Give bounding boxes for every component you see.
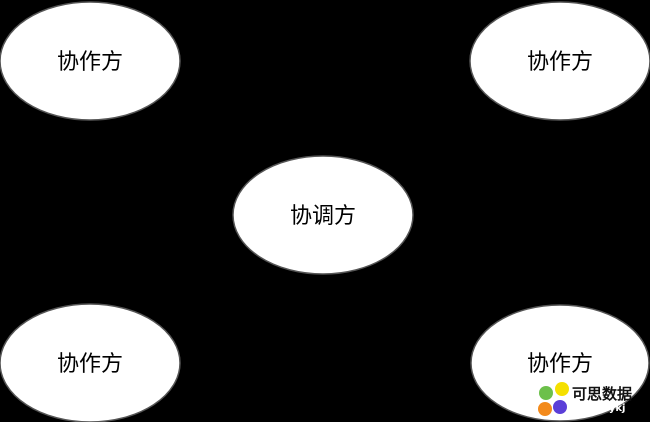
node-bottom-left-ellipse — [0, 303, 181, 422]
node-top-left-ellipse — [0, 1, 181, 121]
node-top-left: 协作方 — [0, 1, 181, 121]
watermark-url: www.sykj — [572, 403, 626, 414]
node-bottom-right: 协作方 — [470, 304, 650, 422]
node-bottom-right-ellipse — [470, 304, 650, 422]
node-top-right-ellipse — [469, 1, 650, 121]
watermark-text: 可思数据 — [572, 385, 633, 403]
node-center: 协调方 — [232, 155, 414, 275]
node-bottom-right-label: 协作方 — [527, 352, 593, 377]
node-bottom-left-label: 协作方 — [57, 352, 123, 377]
watermark: 可思数据 www.sykj — [536, 381, 650, 422]
watermark-logo-icon — [538, 382, 569, 416]
node-top-left-label: 协作方 — [57, 50, 123, 75]
node-top-right-label: 协作方 — [527, 50, 593, 75]
node-bottom-left: 协作方 — [0, 303, 181, 422]
node-center-label: 协调方 — [290, 204, 356, 229]
node-center-ellipse — [232, 155, 414, 275]
node-top-right: 协作方 — [469, 1, 650, 121]
